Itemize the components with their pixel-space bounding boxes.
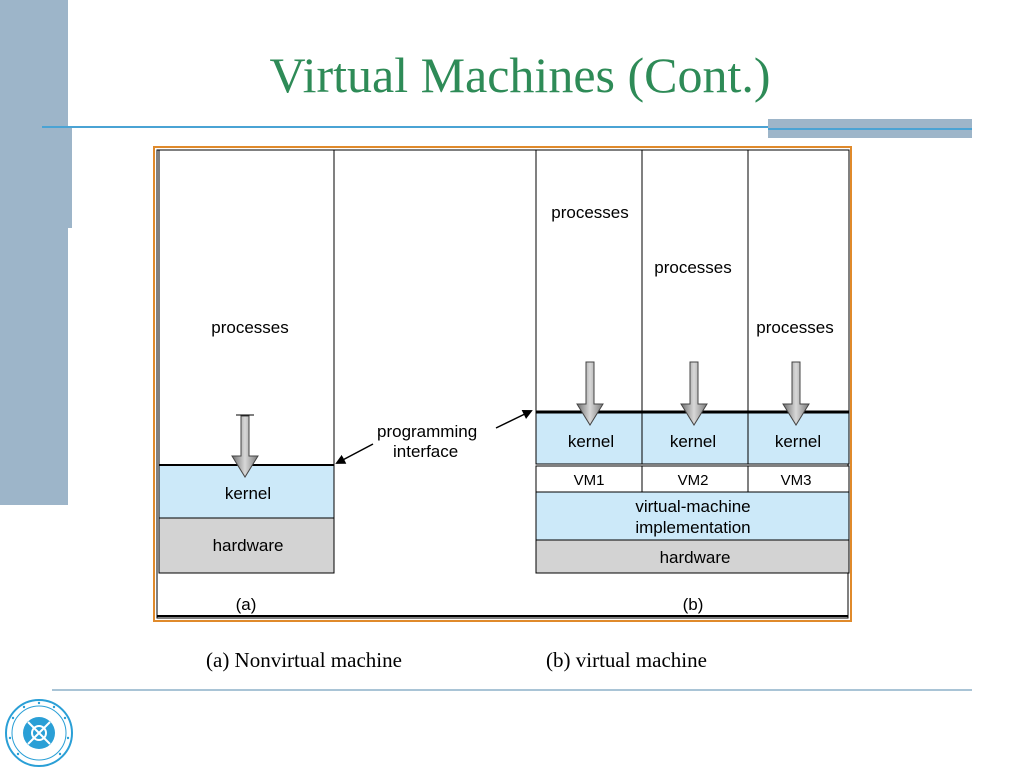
programming-interface-label-line2: interface xyxy=(393,442,458,461)
b-hardware-label: hardware xyxy=(660,548,731,567)
title-rule-accent-line xyxy=(768,128,972,130)
a-processes-label: processes xyxy=(211,318,288,337)
b-processes-label-2: processes xyxy=(654,258,731,277)
title-rule xyxy=(42,126,972,128)
a-figure-label: (a) xyxy=(236,595,257,614)
b-figure-label: (b) xyxy=(683,595,704,614)
virtual-machine-diagram: processes kernel hardware (a) programmin… xyxy=(153,146,852,622)
b-processes-label-3: processes xyxy=(756,318,833,337)
interface-arrow-right xyxy=(495,409,533,429)
caption-a: (a) Nonvirtual machine xyxy=(206,648,402,672)
b-vm-label-1: VM1 xyxy=(574,472,605,489)
a-hardware-label: hardware xyxy=(213,536,284,555)
b-kernel-label-1: kernel xyxy=(568,432,614,451)
side-decoration-bar xyxy=(0,0,68,505)
b-vm-2 xyxy=(641,465,749,493)
b-vm-3 xyxy=(747,465,850,493)
programming-interface-label-line1: programming xyxy=(377,422,477,441)
b-vm-impl-line1: virtual-machine xyxy=(635,497,750,516)
b-vm-1 xyxy=(535,465,643,493)
b-vm-label-3: VM3 xyxy=(781,472,812,489)
b-vm-implementation-box xyxy=(535,491,850,541)
slide-title: Virtual Machines (Cont.) xyxy=(269,47,771,103)
b-down-arrow-3-icon xyxy=(782,361,810,426)
b-vm-label-2: VM2 xyxy=(678,472,709,489)
b-kernel-label-3: kernel xyxy=(775,432,821,451)
b-down-arrow-1-icon xyxy=(576,361,604,426)
interface-arrow-left xyxy=(335,443,374,464)
b-kernel-label-2: kernel xyxy=(670,432,716,451)
caption-b: (b) virtual machine xyxy=(546,648,707,672)
a-processes-box xyxy=(158,149,335,466)
university-seal-icon xyxy=(5,699,73,767)
b-vm-impl-line2: implementation xyxy=(635,518,750,537)
a-hardware-box xyxy=(158,517,335,574)
footer-rule xyxy=(52,689,972,691)
a-kernel-label: kernel xyxy=(225,484,271,503)
b-processes-label-1: processes xyxy=(551,203,628,222)
b-down-arrow-2-icon xyxy=(680,361,708,426)
a-down-arrow-icon xyxy=(231,414,259,478)
side-decoration-notch xyxy=(68,128,72,228)
b-hardware-box xyxy=(535,539,850,574)
